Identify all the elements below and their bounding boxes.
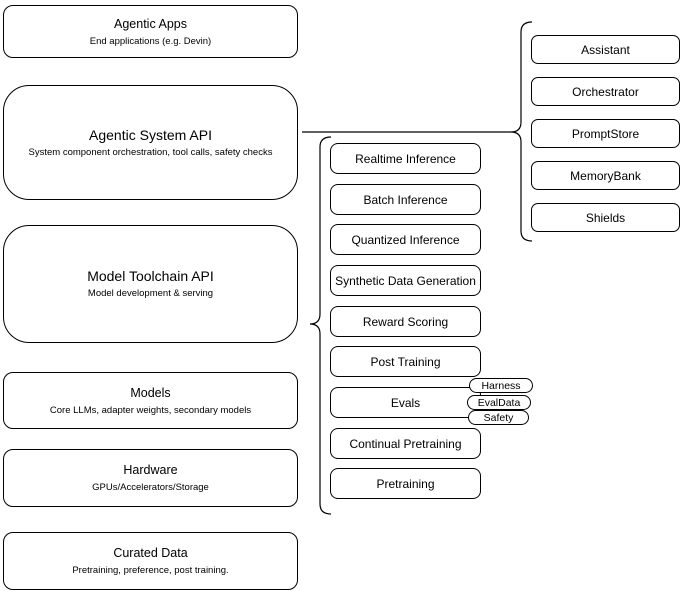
box-title: Agentic System API bbox=[89, 126, 212, 143]
box-shields: Shields bbox=[531, 203, 680, 232]
box-pretraining: Pretraining bbox=[330, 468, 481, 499]
box-evals: Evals bbox=[330, 387, 481, 418]
box-label: Continual Pretraining bbox=[349, 436, 462, 451]
box-promptstore: PromptStore bbox=[531, 119, 680, 148]
box-subtitle: End applications (e.g. Devin) bbox=[89, 35, 212, 47]
box-agentic-system-api: Agentic System API System component orch… bbox=[3, 85, 298, 200]
toolchain-brace bbox=[309, 136, 332, 515]
box-subtitle: GPUs/Accelerators/Storage bbox=[92, 482, 209, 493]
oval-safety: Safety bbox=[468, 410, 529, 425]
box-label: Shields bbox=[585, 210, 626, 225]
box-label: Pretraining bbox=[376, 476, 435, 491]
box-quantized-inference: Quantized Inference bbox=[330, 224, 481, 255]
box-label: Batch Inference bbox=[363, 192, 448, 207]
box-label: Synthetic Data Generation bbox=[335, 273, 476, 288]
box-agentic-apps: Agentic Apps End applications (e.g. Devi… bbox=[3, 5, 298, 58]
box-hardware: Hardware GPUs/Accelerators/Storage bbox=[3, 449, 298, 507]
box-title: Model Toolchain API bbox=[87, 268, 214, 284]
box-batch-inference: Batch Inference bbox=[330, 184, 481, 215]
box-models: Models Core LLMs, adapter weights, secon… bbox=[3, 372, 298, 429]
box-title: Hardware bbox=[123, 463, 178, 477]
oval-label: EvalData bbox=[477, 396, 521, 409]
box-subtitle: Pretraining, preference, post training. bbox=[72, 565, 229, 576]
box-post-training: Post Training bbox=[330, 346, 481, 377]
box-subtitle: System component orchestration, tool cal… bbox=[28, 146, 273, 158]
box-synthetic-data-generation: Synthetic Data Generation bbox=[330, 265, 481, 296]
box-label: Orchestrator bbox=[572, 84, 639, 99]
box-title: Curated Data bbox=[113, 546, 188, 560]
box-label: MemoryBank bbox=[570, 168, 641, 183]
box-orchestrator: Orchestrator bbox=[531, 77, 680, 106]
box-label: Reward Scoring bbox=[362, 314, 449, 329]
box-title: Agentic Apps bbox=[114, 16, 187, 31]
oval-label: Harness bbox=[481, 379, 521, 392]
box-memorybank: MemoryBank bbox=[531, 161, 680, 190]
box-label: Post Training bbox=[370, 354, 441, 369]
box-model-toolchain-api: Model Toolchain API Model development & … bbox=[3, 225, 298, 343]
box-label: Assistant bbox=[581, 42, 630, 57]
box-continual-pretraining: Continual Pretraining bbox=[330, 428, 481, 459]
box-label: Evals bbox=[390, 395, 421, 410]
oval-label: Safety bbox=[483, 411, 514, 424]
box-label: Quantized Inference bbox=[351, 232, 460, 247]
box-title: Models bbox=[130, 385, 171, 400]
box-reward-scoring: Reward Scoring bbox=[330, 306, 481, 337]
box-assistant: Assistant bbox=[531, 35, 680, 64]
oval-harness: Harness bbox=[469, 378, 533, 393]
box-realtime-inference: Realtime Inference bbox=[330, 143, 481, 174]
box-subtitle: Model development & serving bbox=[87, 288, 214, 299]
system-components-brace bbox=[510, 21, 533, 242]
box-subtitle: Core LLMs, adapter weights, secondary mo… bbox=[49, 404, 252, 416]
box-curated-data: Curated Data Pretraining, preference, po… bbox=[3, 532, 298, 590]
box-label: Realtime Inference bbox=[355, 151, 456, 166]
box-label: PromptStore bbox=[571, 126, 640, 141]
oval-evaldata: EvalData bbox=[467, 395, 531, 410]
